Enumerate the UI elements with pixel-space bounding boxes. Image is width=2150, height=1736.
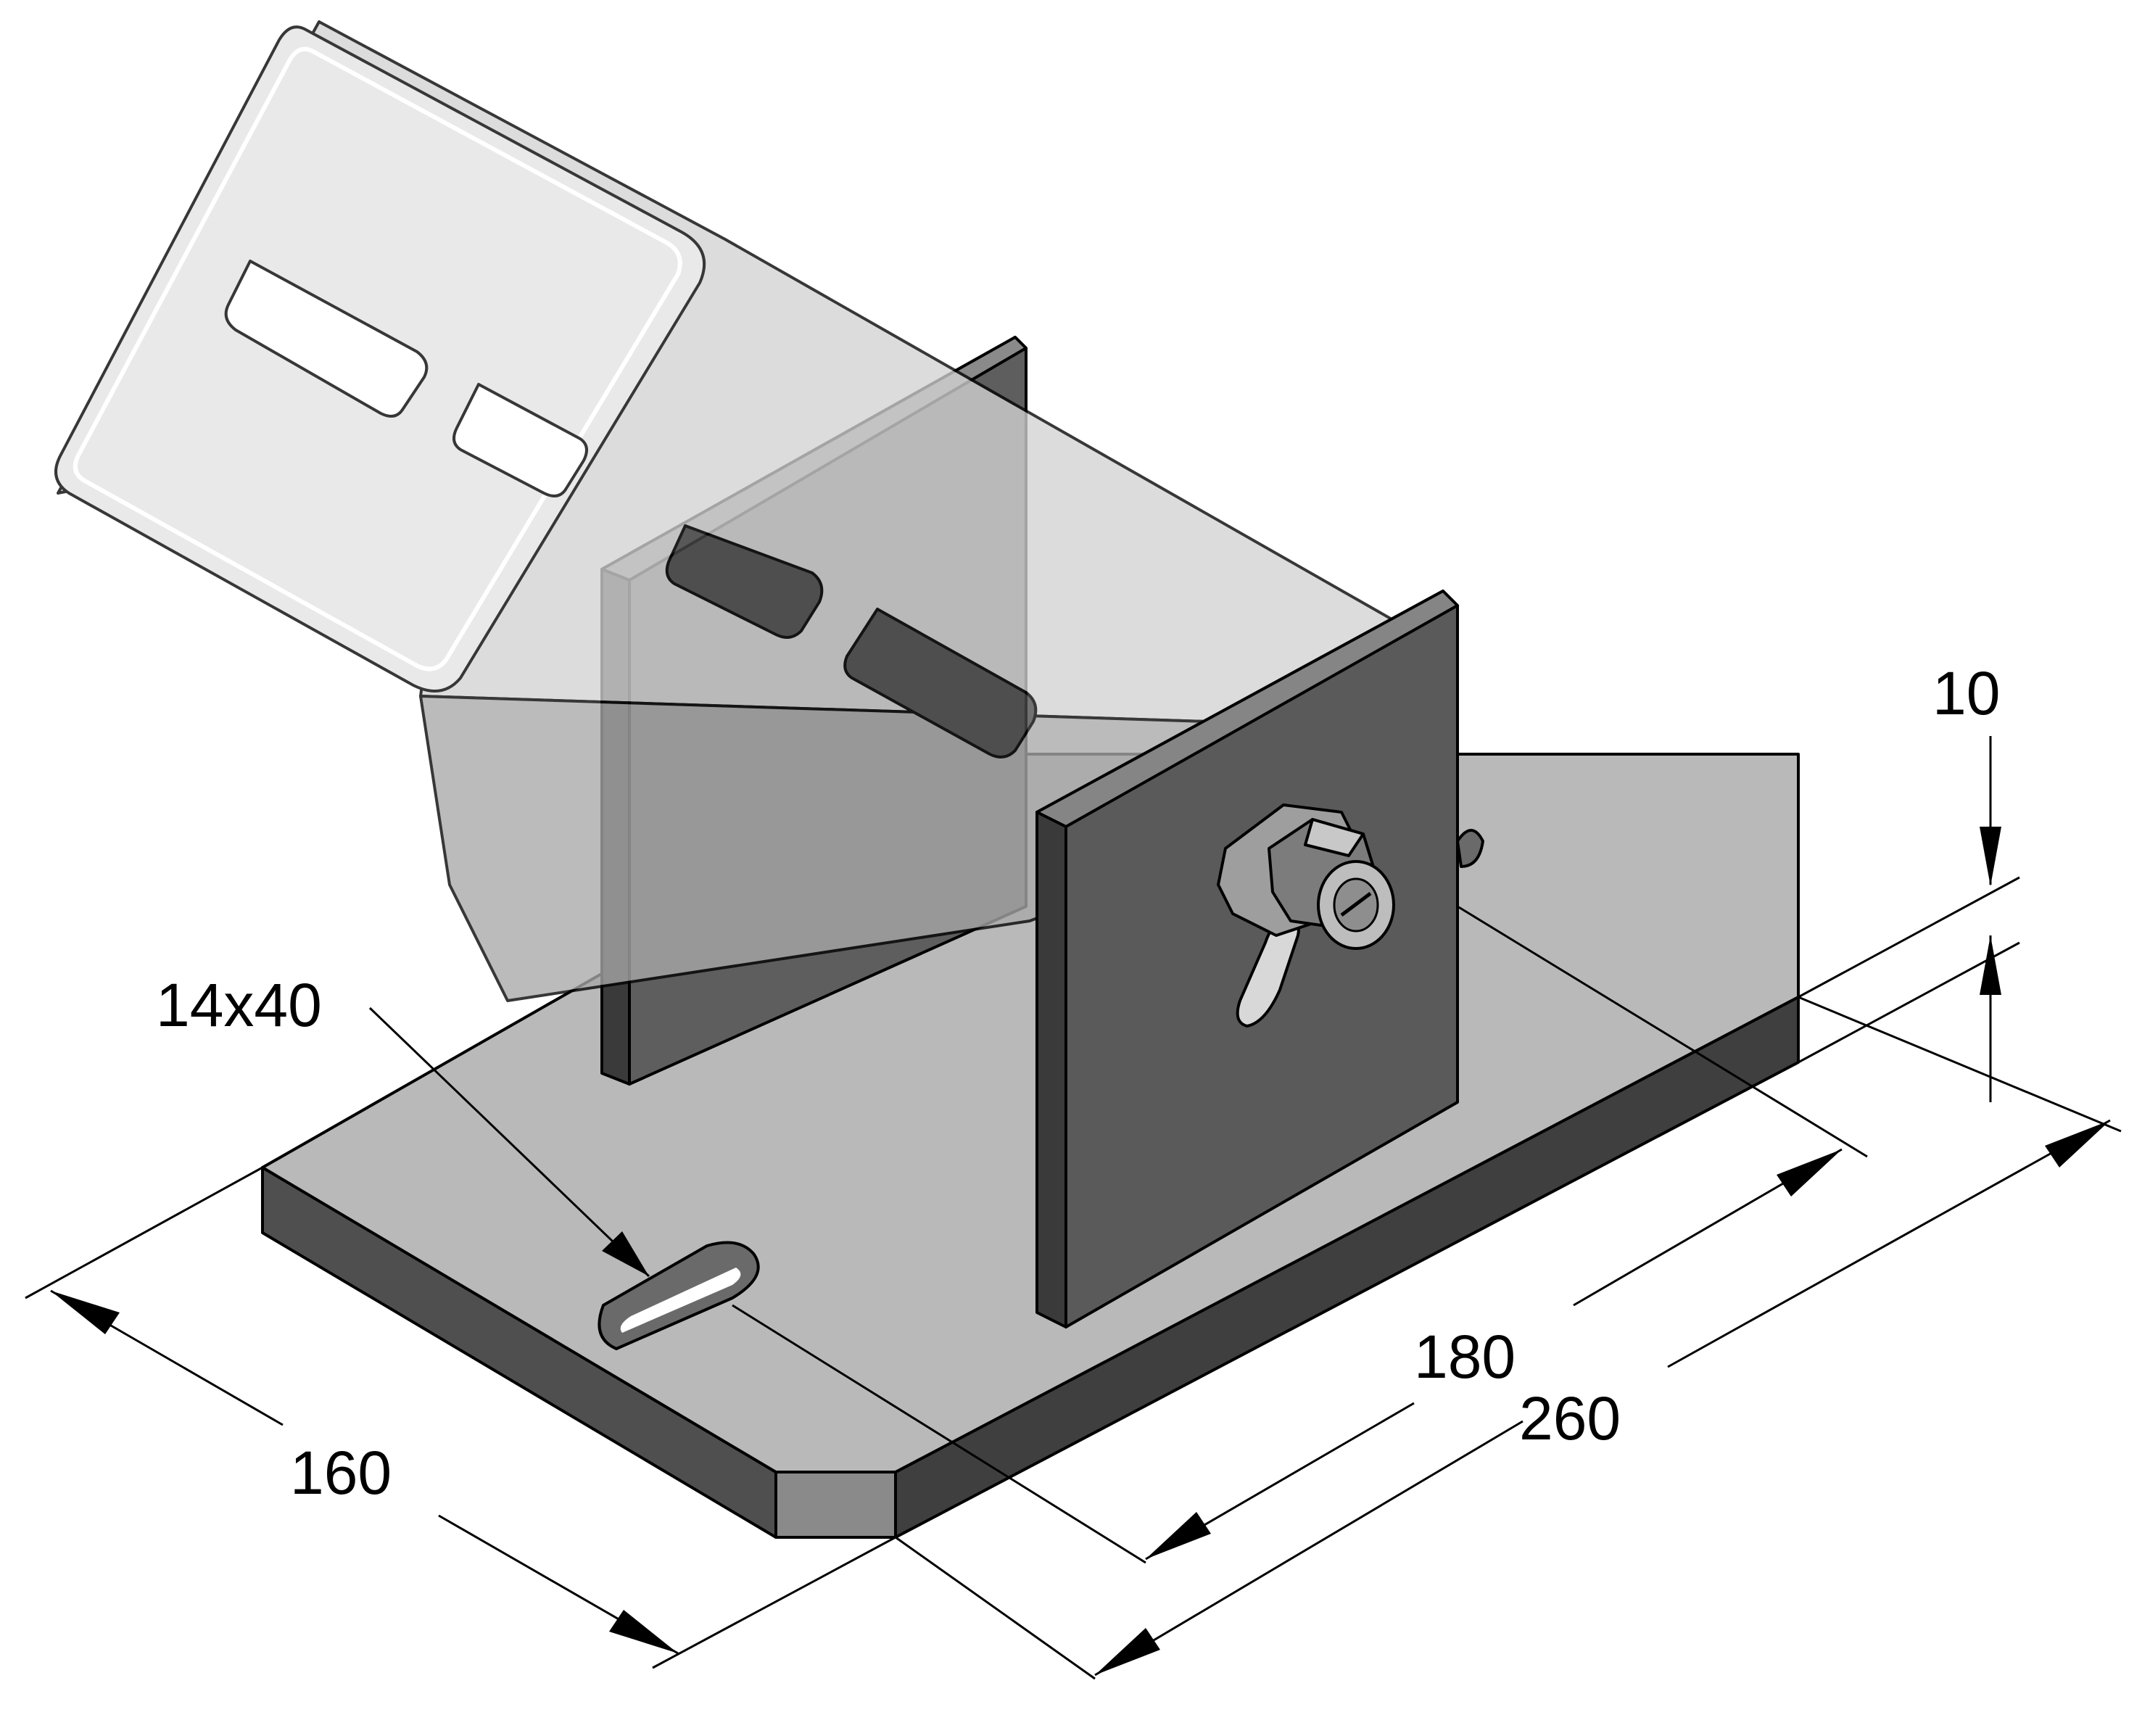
bolt-slot-mark: [1340, 892, 1372, 917]
channel-slot-3: [665, 524, 824, 639]
dim-260-line-a: [1094, 1420, 1523, 1677]
dimensions: 14x40 160 180 260 10: [25, 659, 2122, 1680]
dim-160-label: 160: [290, 1439, 392, 1507]
slot-hole-rear: [1456, 829, 1484, 868]
dim-10-ext-1: [1798, 876, 2020, 999]
dim-260-label: 260: [1519, 1384, 1621, 1452]
dim-260-arrow-b: [2045, 1120, 2110, 1167]
channel-slot-4: [843, 608, 1038, 759]
slot-hole-opening: [620, 1268, 741, 1333]
dim-180-ext-2: [1457, 905, 1868, 1158]
slot-leader-arrow: [602, 1231, 649, 1276]
slot-leader-line: [368, 1007, 650, 1278]
right-upright: [1035, 590, 1459, 1328]
dim-180-label: 180: [1414, 1323, 1516, 1391]
dim-160-ext-1: [25, 1166, 263, 1299]
channel-slot-2: [452, 383, 588, 497]
dim-160-arrow-a: [51, 1291, 120, 1334]
slot-dimension-label: 14x40: [156, 971, 322, 1039]
dim-260-line-b: [1667, 1119, 2111, 1368]
hex-nut-face-light: [1304, 818, 1365, 857]
dim-160-arrow-b: [609, 1610, 678, 1653]
dim-10-arrow-top: [1980, 827, 2001, 886]
channel-profile: [54, 20, 1401, 1002]
base-plate-corner-chamfer: [774, 1471, 897, 1539]
dim-180-arrow-a: [1146, 1512, 1211, 1559]
dim-260-ext-1: [895, 1536, 1096, 1680]
dim-260-arrow-a: [1095, 1628, 1160, 1675]
dim-10-ext-2: [1798, 941, 2020, 1064]
dim-180-ext-1: [732, 1304, 1146, 1564]
channel-slot-1: [224, 260, 429, 418]
bolt-assembly: [1217, 803, 1395, 950]
dim-180-arrow-b: [1777, 1149, 1842, 1196]
dim-260-ext-2: [1798, 996, 2122, 1133]
right-upright-side-edge: [1035, 811, 1067, 1328]
dim-10-arrow-bottom: [1980, 935, 2001, 995]
dim-10-label: 10: [1932, 659, 2000, 727]
dim-160-ext-2: [652, 1536, 896, 1669]
channel-end-face-inner: [73, 46, 682, 671]
